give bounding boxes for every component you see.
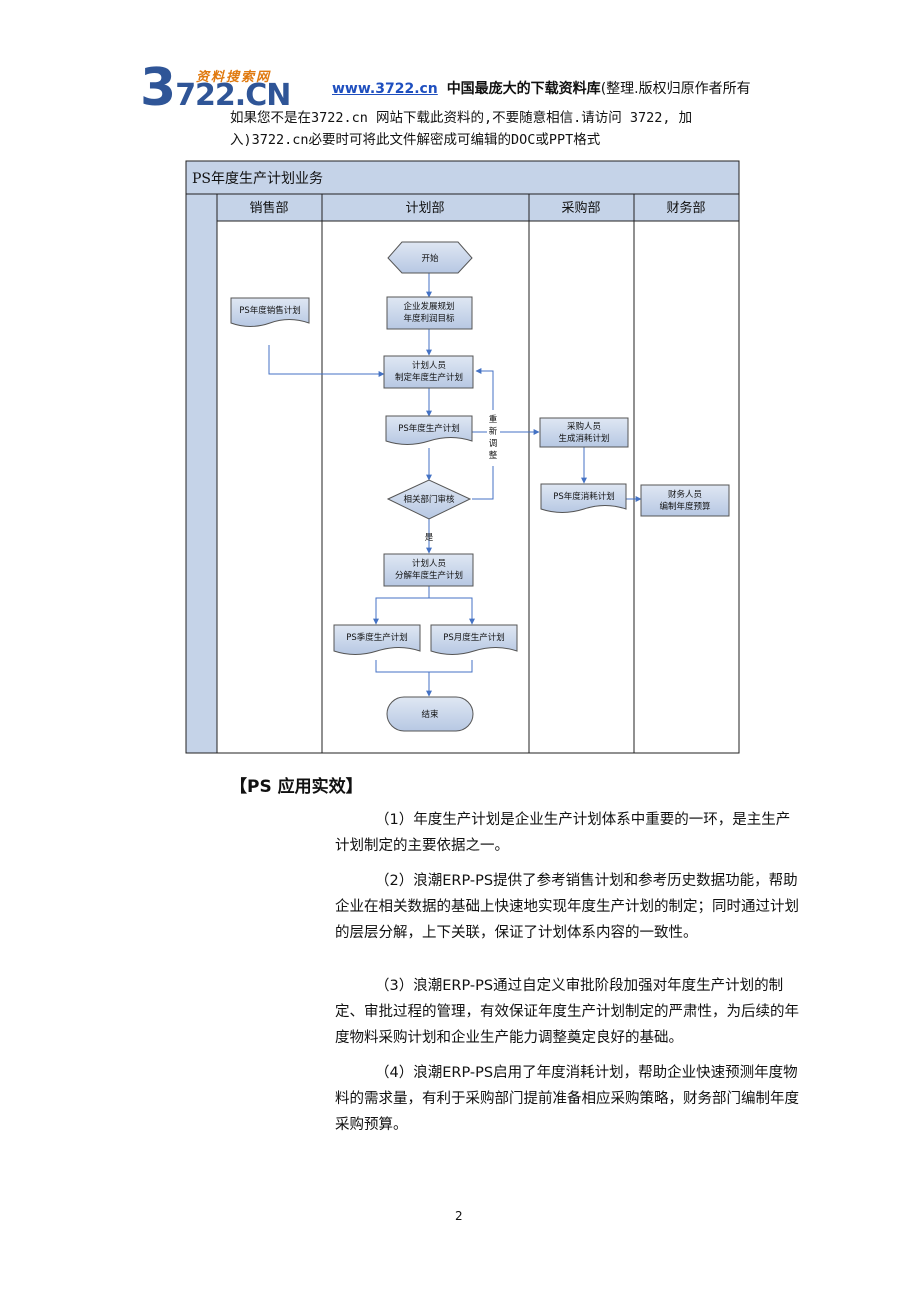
start-label: 开始 — [421, 253, 439, 264]
lane-label-sales: 销售部 — [249, 200, 288, 216]
header-line-1: www.3722.cn 中国最庞大的下载资料库(整理.版权归原作者所有 — [332, 78, 751, 98]
review-decision: 相关部门审核 — [386, 479, 472, 520]
logo-slogan: 资料搜索网 — [196, 70, 272, 85]
svg-text:计划人员: 计划人员 — [412, 558, 446, 569]
svg-text:财务人员: 财务人员 — [668, 489, 702, 500]
start-node: 开始 — [387, 241, 473, 274]
svg-text:调: 调 — [489, 439, 498, 449]
swimlane-flowchart: PS年度生产计划业务 销售部 计划部 采购部 财务部 开始 企业发展规划 — [185, 160, 740, 754]
svg-text:编制年度预算: 编制年度预算 — [659, 501, 711, 512]
lane-label-planning: 计划部 — [405, 201, 444, 216]
annual-plan-document: PS年度生产计划 — [385, 415, 473, 445]
header-line-3: 入)3722.cn必要时可将此文件解密成可编辑的DOC或PPT格式 — [230, 132, 601, 148]
lane-label-purchasing: 采购部 — [561, 200, 600, 216]
svg-text:生成消耗计划: 生成消耗计划 — [558, 433, 609, 444]
month-plan-document: PS月度生产计划 — [430, 624, 518, 655]
lane-header-purchasing — [528, 193, 635, 222]
site-link[interactable]: www.3722.cn — [332, 81, 438, 97]
svg-text:制定年度生产计划: 制定年度生产计划 — [395, 372, 463, 383]
buyer-node: 采购人员 生成消耗计划 — [539, 417, 629, 448]
tagline: 中国最庞大的下载资料库 — [446, 81, 601, 97]
svg-text:重: 重 — [489, 414, 498, 425]
quarter-plan-document: PS季度生产计划 — [333, 624, 421, 655]
logo-digit: 3 — [140, 58, 176, 118]
readjust-label: 重 新 调 整 — [487, 410, 500, 466]
lane-header-sales — [216, 193, 323, 222]
tagline-rest: (整理.版权归原作者所有 — [600, 81, 751, 97]
svg-text:新: 新 — [489, 426, 498, 437]
svg-text:采购人员: 采购人员 — [567, 421, 601, 432]
svg-text:分解年度生产计划: 分解年度生产计划 — [395, 570, 463, 581]
svg-text:PS年度消耗计划: PS年度消耗计划 — [553, 491, 615, 502]
planner-decompose-node: 计划人员 分解年度生产计划 — [383, 553, 474, 587]
sales-plan-document: PS年度销售计划 — [230, 297, 310, 327]
end-node: 结束 — [386, 696, 474, 732]
pool-side-strip — [185, 193, 218, 754]
paragraph-3: （3）浪潮ERP-PS通过自定义审批阶段加强对年度生产计划的制定、审批过程的管理… — [335, 978, 799, 1046]
consume-plan-document: PS年度消耗计划 — [540, 483, 627, 513]
svg-text:PS月度生产计划: PS月度生产计划 — [443, 632, 505, 643]
svg-text:结束: 结束 — [421, 709, 439, 720]
lane-label-finance: 财务部 — [666, 200, 705, 216]
paragraph-1: （1）年度生产计划是企业生产计划体系中重要的一环，是主生产计划制定的主要依据之一… — [335, 812, 791, 854]
planner-create-node: 计划人员 制定年度生产计划 — [383, 355, 474, 389]
finance-node: 财务人员 编制年度预算 — [640, 484, 730, 517]
svg-text:企业发展规划: 企业发展规划 — [403, 301, 454, 312]
svg-text:PS年度销售计划: PS年度销售计划 — [239, 305, 301, 316]
pool-title: PS年度生产计划业务 — [192, 171, 323, 187]
enterprise-plan-node: 企业发展规划 年度利润目标 — [386, 296, 473, 330]
svg-text:PS季度生产计划: PS季度生产计划 — [346, 632, 408, 643]
svg-text:计划人员: 计划人员 — [412, 360, 446, 371]
svg-text:相关部门审核: 相关部门审核 — [403, 494, 455, 505]
paragraph-2: （2）浪潮ERP-PS提供了参考销售计划和参考历史数据功能，帮助企业在相关数据的… — [335, 873, 799, 941]
yes-label: 是 — [425, 533, 434, 543]
header-line-2: 如果您不是在3722.cn 网站下载此资料的,不要随意相信.请访问 3722, … — [230, 110, 693, 126]
svg-text:整: 整 — [489, 450, 498, 461]
svg-text:PS年度生产计划: PS年度生产计划 — [398, 423, 460, 434]
logo-domain: 722.CN — [175, 78, 291, 113]
paragraph-4: （4）浪潮ERP-PS启用了年度消耗计划，帮助企业快速预测年度物料的需求量，有利… — [335, 1065, 799, 1133]
site-logo: 3722.CN — [140, 62, 291, 114]
lane-header-finance — [633, 193, 740, 222]
page-number: 2 — [455, 1209, 463, 1223]
svg-text:年度利润目标: 年度利润目标 — [403, 313, 455, 324]
section-title: 【PS 应用实效】 — [230, 777, 363, 797]
